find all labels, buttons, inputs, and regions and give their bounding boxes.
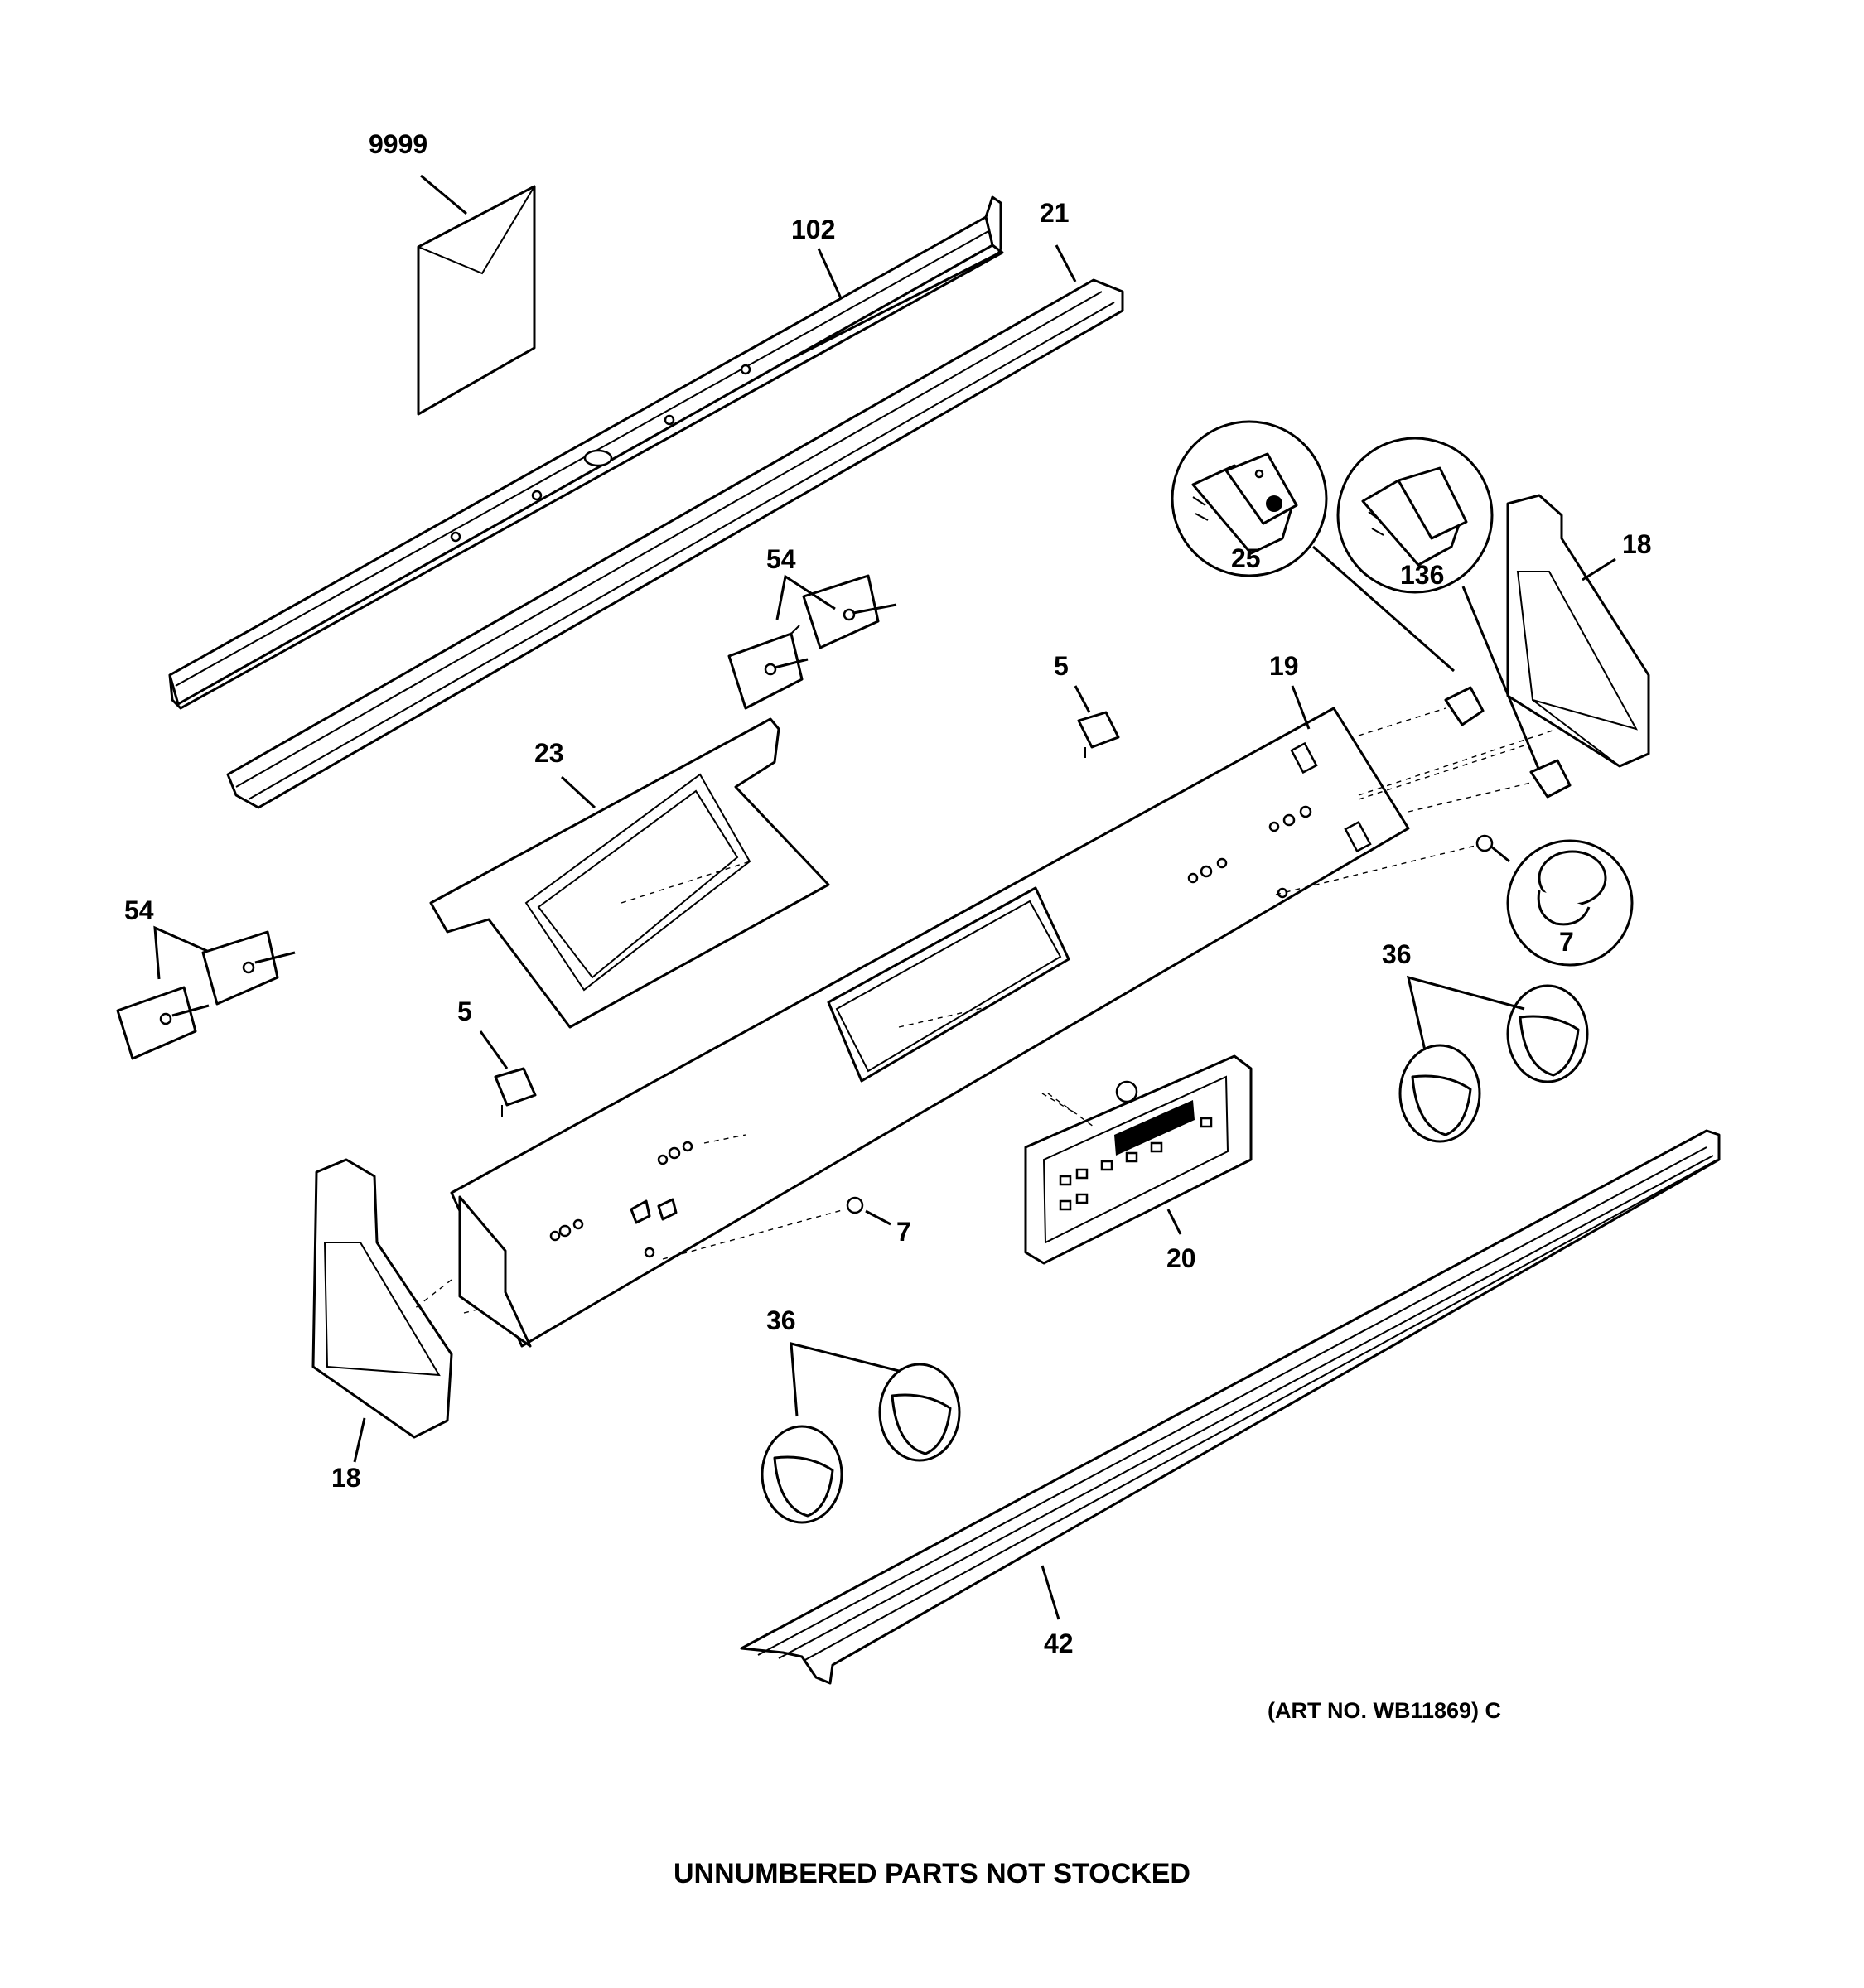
callout-18-left: 18 <box>331 1463 361 1493</box>
callout-18-right: 18 <box>1622 529 1652 559</box>
art-number-note: (ART NO. WB11869) C <box>1268 1698 1502 1723</box>
knobs-left-part <box>761 1363 961 1524</box>
end-cap-right-part <box>1506 494 1650 768</box>
clock-control-part <box>1024 1054 1253 1265</box>
callout-54-upper: 54 <box>766 544 796 574</box>
callout-19: 19 <box>1269 651 1299 681</box>
callout-102: 102 <box>791 215 835 244</box>
callout-9999: 9999 <box>369 129 427 159</box>
backsplash-part <box>450 685 1410 1348</box>
knobs-right-part <box>1398 984 1589 1143</box>
alignment-lines <box>1041 728 1558 1115</box>
callout-20: 20 <box>1166 1243 1196 1273</box>
window-bracket-part <box>429 717 830 1029</box>
leader-54-left <box>153 925 208 980</box>
callout-25: 25 <box>1231 543 1261 573</box>
end-cap-left-part <box>311 1158 453 1463</box>
envelope-part <box>417 174 536 416</box>
rear-rail-part <box>168 195 1004 710</box>
callout-5-upper: 5 <box>1054 651 1069 681</box>
callout-54-left: 54 <box>124 895 154 925</box>
rocker-switch-light-detail <box>1171 420 1485 736</box>
socket-insert-part <box>463 1198 678 1314</box>
callout-36-left: 36 <box>766 1305 796 1335</box>
lower-trim-part <box>740 1129 1721 1685</box>
callout-5-lower: 5 <box>457 996 472 1026</box>
callout-21: 21 <box>1040 198 1070 228</box>
callout-7-lower: 7 <box>896 1217 911 1247</box>
footer-note: UNNUMBERED PARTS NOT STOCKED <box>674 1858 1190 1889</box>
callout-42: 42 <box>1044 1629 1074 1658</box>
callout-23: 23 <box>534 738 564 768</box>
callout-7-detail: 7 <box>1559 927 1574 957</box>
rocker-switch-blank-detail <box>1336 437 1572 813</box>
lamp-socket-upper-part <box>1074 685 1120 758</box>
leader-36-right <box>1406 975 1525 1051</box>
indicator-light-part <box>662 1196 891 1260</box>
indicator-light-detail <box>1275 834 1634 967</box>
callout-136: 136 <box>1400 560 1444 590</box>
leader-36-left <box>790 1342 900 1417</box>
top-trim-part <box>226 244 1124 809</box>
lamp-socket-lower-part <box>479 1030 537 1117</box>
infinite-switch-left-part <box>116 930 296 1060</box>
callout-36-right: 36 <box>1382 939 1412 969</box>
leader-54-upper <box>775 574 836 620</box>
infinite-switch-upper-part <box>727 574 897 710</box>
